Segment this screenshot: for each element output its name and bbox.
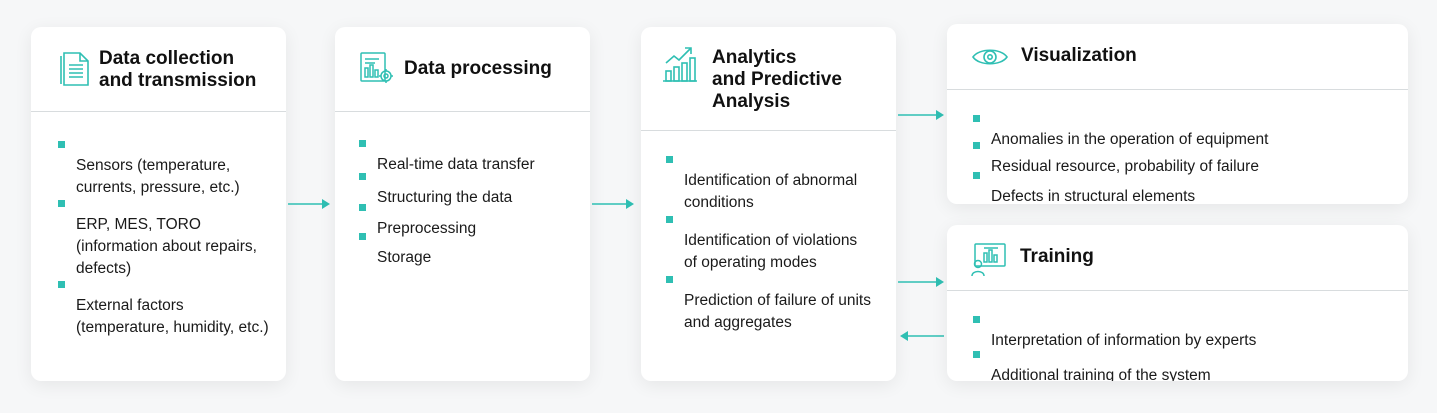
list-item: Identification of abnormal conditions [666,148,857,214]
arrow-right-icon [592,199,634,209]
bullet-icon [58,281,65,288]
list-item: Storage [359,225,431,269]
data-processing-icon [359,51,395,90]
list-item: Preprocessing [359,196,476,240]
item-text: Sensors (temperature, currents, pressure… [76,157,240,196]
item-text: Prediction of failure of units and aggre… [684,292,871,331]
item-text: Defects in structural elements [991,188,1196,204]
list-item: Residual resource, probability of failur… [973,134,1259,178]
card-header: Analytics and Predictive Analysis [641,27,896,131]
arrow-right-icon [898,110,944,120]
bullet-icon [58,141,65,148]
card-title: Visualization [1021,45,1137,66]
bullet-icon [359,140,366,147]
card-title: Analytics and Predictive Analysis [712,47,842,112]
item-text: External factors (temperature, humidity,… [76,297,269,336]
bullet-icon [973,351,980,358]
card-title: Data collection and transmission [99,48,257,91]
bullet-icon [359,173,366,180]
bullet-icon [666,216,673,223]
card-data-collection: Data collection and transmission Sensors… [31,27,286,381]
list-item: Identification of violations of operatin… [666,208,857,274]
item-text: Additional training of the system [991,367,1211,381]
list-item: Prediction of failure of units and aggre… [666,268,871,334]
training-monitor-icon [970,242,1008,283]
bullet-icon [973,142,980,149]
list-item: Defects in structural elements [973,164,1195,204]
growth-chart-icon [663,45,697,88]
card-header: Visualization [947,24,1408,90]
arrow-left-icon [900,331,944,341]
item-text: Structuring the data [377,189,513,206]
item-text: Anomalies in the operation of equipment [991,131,1269,148]
bullet-icon [359,204,366,211]
list-item: Structuring the data [359,165,512,209]
bullet-icon [666,156,673,163]
item-text: Storage [377,249,432,266]
card-header: Training [947,225,1408,291]
item-text: Interpretation of information by experts [991,332,1257,349]
list-item: Real-time data transfer [359,132,535,176]
item-text: ERP, MES, TORO (information about repair… [76,216,257,277]
bullet-icon [973,316,980,323]
list-item: Sensors (temperature, currents, pressure… [58,133,240,199]
item-text: Residual resource, probability of failur… [991,158,1259,175]
arrow-right-icon [898,277,944,287]
list-item: External factors (temperature, humidity,… [58,273,269,339]
list-item: Interpretation of information by experts [973,308,1256,352]
list-item: Additional training of the system [973,343,1211,381]
card-title: Training [1020,246,1094,267]
card-analytics: Analytics and Predictive Analysis Identi… [641,27,896,381]
card-visualization: Visualization Anomalies in the operation… [947,24,1408,204]
item-text: Real-time data transfer [377,156,535,173]
bullet-icon [58,200,65,207]
bullet-icon [666,276,673,283]
card-training: Training Interpretation of information b… [947,225,1408,381]
item-text: Preprocessing [377,220,477,237]
arrow-right-icon [288,199,330,209]
item-text: Identification of violations of operatin… [684,232,858,271]
list-item: Anomalies in the operation of equipment [973,107,1268,151]
card-title: Data processing [404,58,552,79]
card-header: Data collection and transmission [31,27,286,112]
eye-icon [971,44,1009,75]
list-item: ERP, MES, TORO (information about repair… [58,192,257,280]
card-header: Data processing [335,27,590,112]
bullet-icon [359,233,366,240]
bullet-icon [973,115,980,122]
item-text: Identification of abnormal conditions [684,172,858,211]
document-icon [58,51,92,92]
bullet-icon [973,172,980,179]
card-data-processing: Data processing Real-time data transfer … [335,27,590,381]
